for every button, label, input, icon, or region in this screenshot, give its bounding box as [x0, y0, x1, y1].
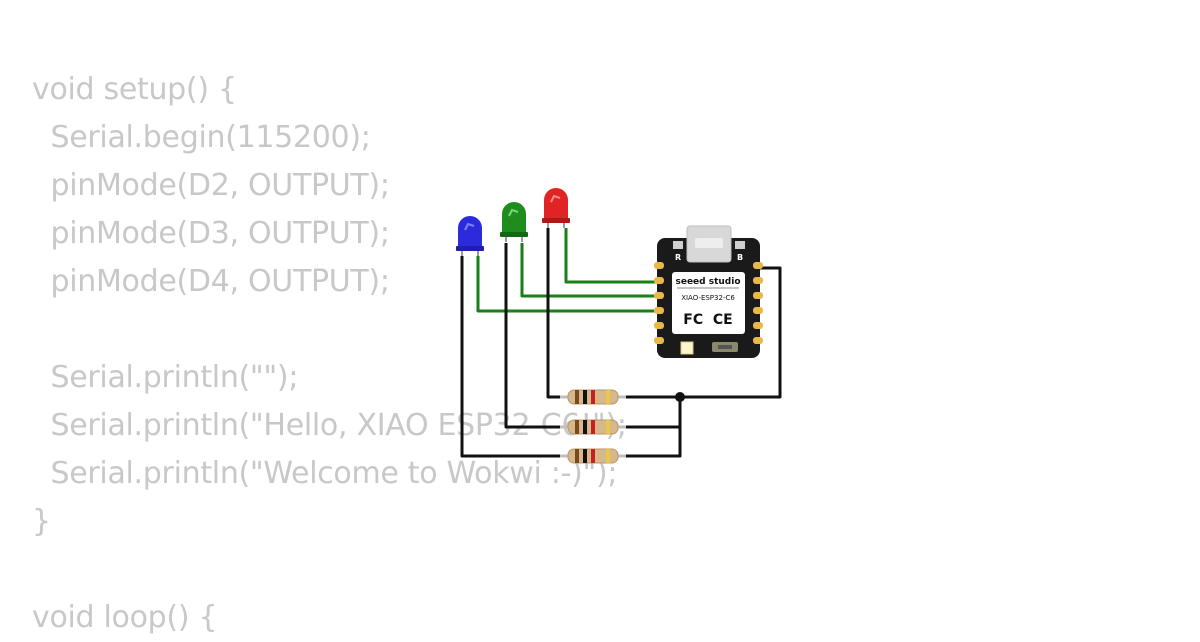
wire-green-led-to-d3[interactable] — [520, 243, 666, 298]
wire-blue-led-to-d4[interactable] — [476, 256, 666, 313]
resistor[interactable] — [560, 419, 626, 435]
code-editor: void setup() { Serial.begin(115200); pin… — [32, 66, 627, 642]
wire-red-led-to-d2[interactable] — [564, 228, 666, 284]
model-label: XIAO-ESP32-C6 — [681, 294, 735, 302]
user-led — [680, 341, 694, 355]
resistor[interactable] — [560, 389, 626, 405]
right-pins — [753, 262, 763, 344]
code-line: void setup() { — [32, 72, 237, 107]
wire-junction — [675, 392, 685, 402]
button-label-r: R — [675, 253, 681, 262]
black-wires[interactable] — [460, 228, 782, 458]
boot-button[interactable] — [735, 241, 745, 249]
rf-shield — [672, 272, 745, 334]
brand-label: seeed studio — [675, 277, 740, 287]
code-line: void loop() { — [32, 600, 218, 635]
wire-res3-to-node[interactable] — [625, 427, 682, 458]
xiao-esp32-c6-board[interactable]: R B seeed studio XIAO-ESP32-C6 FC CE — [654, 225, 763, 358]
certification-marks: FC CE — [683, 312, 732, 328]
code-line: Serial.begin(115200); — [32, 120, 371, 155]
led-red[interactable] — [542, 188, 570, 228]
wire-blue-cathode[interactable] — [460, 256, 566, 458]
wire-green-cathode[interactable] — [504, 243, 566, 429]
wire-res1-to-gnd[interactable] — [625, 266, 782, 399]
reset-button[interactable] — [673, 241, 683, 249]
led-blue[interactable] — [456, 216, 484, 256]
wire-res2-to-node[interactable] — [625, 397, 682, 429]
code-line: pinMode(D3, OUTPUT); — [32, 216, 390, 251]
code-line: } — [32, 504, 51, 539]
button-label-b: B — [737, 253, 743, 262]
resistor[interactable] — [560, 448, 626, 464]
code-line: pinMode(D4, OUTPUT); — [32, 264, 390, 299]
left-pins — [654, 262, 664, 344]
green-wires[interactable] — [476, 228, 666, 313]
code-line: Serial.println("Welcome to Wokwi :-)"); — [32, 456, 618, 491]
code-line: pinMode(D2, OUTPUT); — [32, 168, 390, 203]
led-green[interactable] — [500, 202, 528, 242]
code-line: Serial.println(""); — [32, 360, 299, 395]
